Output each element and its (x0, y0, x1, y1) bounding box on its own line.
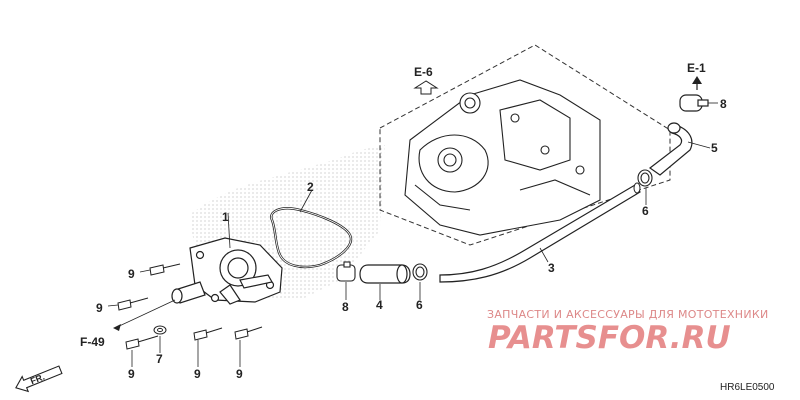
bolt-9-a (149, 263, 181, 276)
label-part-9-b: 9 (96, 301, 103, 315)
label-part-8-lower: 8 (342, 300, 349, 314)
ref-e1: E-1 (687, 61, 706, 75)
clamp-6-upper (637, 169, 653, 187)
label-part-3: 3 (548, 261, 555, 275)
ref-f49-arrow-icon (113, 324, 121, 331)
ref-e6-arrow-icon (413, 80, 439, 95)
front-direction-icon (15, 365, 63, 393)
label-part-6-upper: 6 (642, 204, 649, 218)
diagram-code: HR6LE0500 (720, 382, 775, 393)
engine-dashed-outline (379, 44, 671, 246)
bolt-9-e (234, 326, 263, 340)
label-part-6-lower: 6 (416, 298, 423, 312)
pipe-3 (439, 184, 641, 283)
hose-5 (648, 122, 693, 176)
bolt-9-d (193, 327, 223, 341)
label-part-1: 1 (222, 210, 229, 224)
label-part-9-c: 9 (128, 367, 135, 381)
label-part-9-d: 9 (194, 367, 201, 381)
bolt-9-b (117, 297, 149, 311)
engine-cylinder-block (404, 79, 601, 236)
bolt-9-c (125, 335, 159, 350)
label-part-9-e: 9 (236, 367, 243, 381)
washer-7 (153, 325, 167, 335)
label-part-2: 2 (307, 180, 314, 194)
clamp-8-lower (336, 261, 356, 282)
watermark-subtitle: ЗАПЧАСТИ И АКСЕССУАРЫ ДЛЯ МОТОТЕХНИКИ (487, 308, 769, 321)
clamp-6-lower (412, 263, 428, 281)
label-part-7: 7 (156, 352, 163, 366)
label-part-9-a: 9 (128, 267, 135, 281)
water-pump-1 (171, 237, 283, 305)
label-part-4: 4 (376, 298, 383, 312)
ref-e6: E-6 (414, 65, 433, 79)
watermark-logo: PARTSFOR.RU (488, 320, 731, 356)
label-part-5: 5 (711, 141, 718, 155)
label-part-8-upper: 8 (720, 97, 727, 111)
clamp-8-upper (679, 94, 709, 112)
hose-4 (359, 264, 411, 284)
ref-f49: F-49 (80, 335, 105, 349)
ref-e1-arrow-icon (692, 76, 702, 84)
leader-lines (107, 141, 711, 367)
